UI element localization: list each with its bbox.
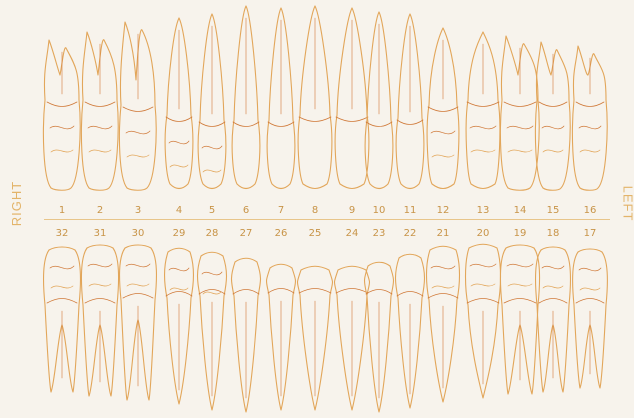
tooth-number-18: 18 (539, 228, 567, 239)
tooth-number-1: 1 (48, 205, 76, 216)
tooth-number-32: 32 (48, 228, 76, 239)
tooth-number-25: 25 (301, 228, 329, 239)
tooth-number-24: 24 (338, 228, 366, 239)
tooth-number-28: 28 (198, 228, 226, 239)
tooth-number-30: 30 (124, 228, 152, 239)
divider-line (44, 219, 610, 220)
tooth-number-31: 31 (86, 228, 114, 239)
left-side-label: LEFT (620, 186, 634, 222)
tooth-number-14: 14 (506, 205, 534, 216)
tooth-number-21: 21 (429, 228, 457, 239)
tooth-number-8: 8 (301, 205, 329, 216)
tooth-number-9: 9 (338, 205, 366, 216)
tooth-number-2: 2 (86, 205, 114, 216)
tooth-number-15: 15 (539, 205, 567, 216)
tooth-number-13: 13 (469, 205, 497, 216)
right-side-label: RIGHT (9, 181, 24, 226)
tooth-number-29: 29 (165, 228, 193, 239)
tooth-number-20: 20 (469, 228, 497, 239)
tooth-number-17: 17 (576, 228, 604, 239)
tooth-number-4: 4 (165, 205, 193, 216)
tooth-number-16: 16 (576, 205, 604, 216)
tooth-number-27: 27 (232, 228, 260, 239)
tooth-number-23: 23 (365, 228, 393, 239)
tooth-number-12: 12 (429, 205, 457, 216)
tooth-number-3: 3 (124, 205, 152, 216)
tooth-number-22: 22 (396, 228, 424, 239)
tooth-number-11: 11 (396, 205, 424, 216)
tooth-number-7: 7 (267, 205, 295, 216)
tooth-number-6: 6 (232, 205, 260, 216)
tooth-number-19: 19 (506, 228, 534, 239)
tooth-number-5: 5 (198, 205, 226, 216)
tooth-number-10: 10 (365, 205, 393, 216)
tooth-number-26: 26 (267, 228, 295, 239)
